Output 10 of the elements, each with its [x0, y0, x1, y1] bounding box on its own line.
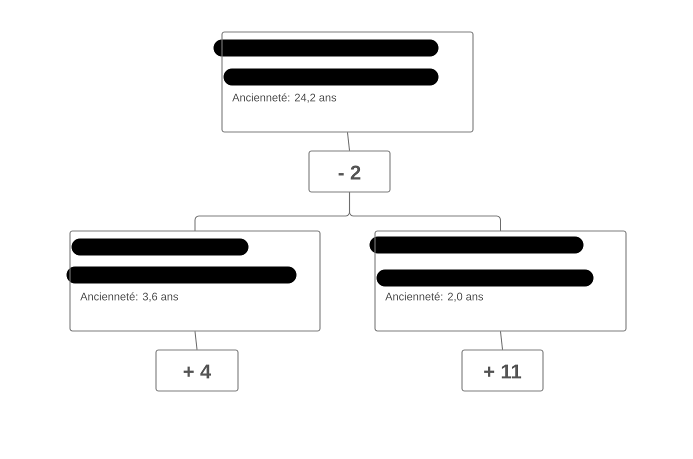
- profile-card: Ancienneté: 3,6 ans: [69, 230, 321, 332]
- profile-card: Ancienneté: 2,0 ans: [374, 230, 627, 332]
- profile-card: Ancienneté: 24,2 ans: [221, 31, 474, 133]
- score-box: + 11: [461, 349, 544, 392]
- connector-line: [348, 192, 502, 230]
- score-box: + 4: [155, 349, 239, 392]
- connector-line: [194, 331, 198, 350]
- score-box: - 2: [308, 150, 391, 193]
- connector-line: [346, 132, 350, 151]
- connector-line: [500, 331, 504, 350]
